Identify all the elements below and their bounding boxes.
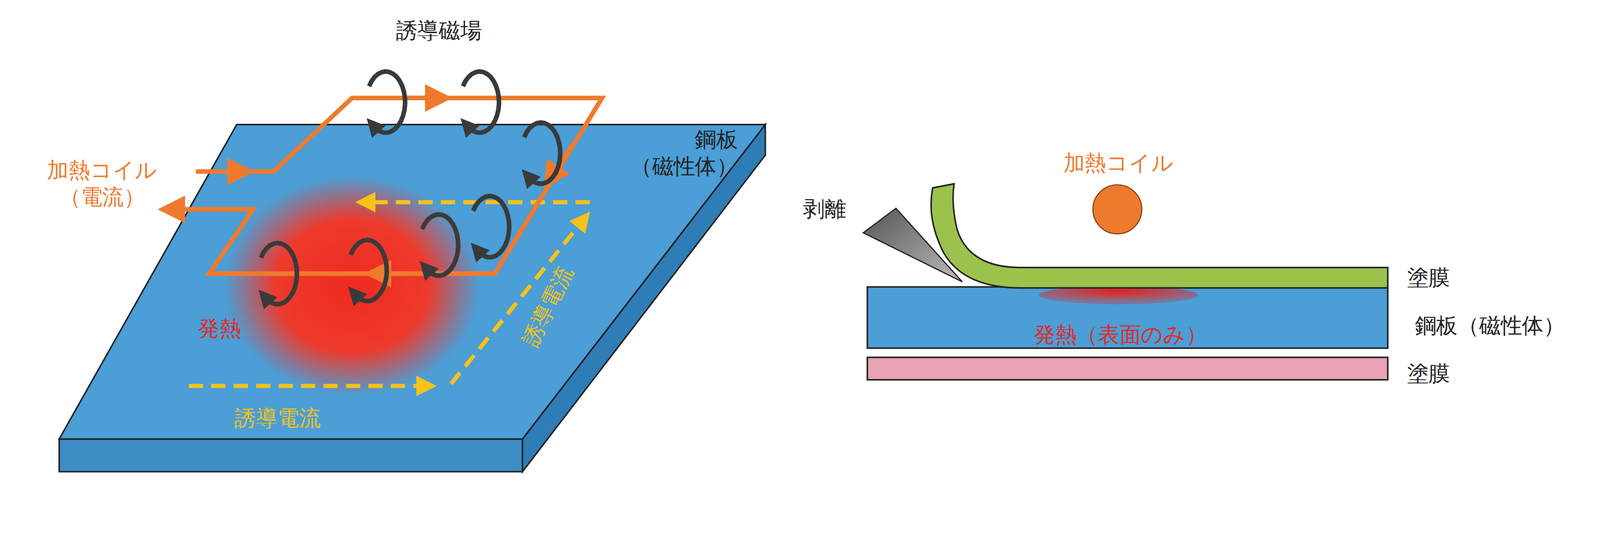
label: 鋼板（磁性体） [1414, 312, 1565, 339]
top-coating [931, 183, 1389, 288]
label: 塗膜 [1407, 360, 1450, 387]
plate-top [58, 124, 766, 439]
plate-front [58, 438, 523, 472]
label: 鋼板 （磁性体） [609, 126, 738, 180]
field-loop [473, 196, 510, 257]
label: 誘導電流 [234, 405, 321, 433]
field-loop [421, 214, 458, 276]
label: 塗膜 [1407, 264, 1450, 292]
field-loop [260, 243, 297, 304]
coil-section [1092, 184, 1142, 234]
field-loop [369, 71, 406, 133]
heating-coil [171, 97, 603, 274]
scraper [863, 208, 962, 282]
field-loop [350, 239, 387, 301]
field-loop [463, 71, 500, 133]
field-loop [524, 122, 561, 184]
bottom-coating [867, 357, 1388, 380]
induced-current [188, 201, 590, 386]
magnetic-field-loops [260, 71, 561, 304]
label: 加熱コイル （電流） [44, 156, 161, 211]
label: 剥離 [803, 196, 846, 223]
heat-blob [224, 175, 480, 397]
label: 加熱コイル [1063, 150, 1174, 177]
label: 誘導磁場 [396, 17, 482, 45]
label: 発熱 [198, 315, 241, 343]
label: 発熱（表面のみ） [1033, 321, 1208, 349]
